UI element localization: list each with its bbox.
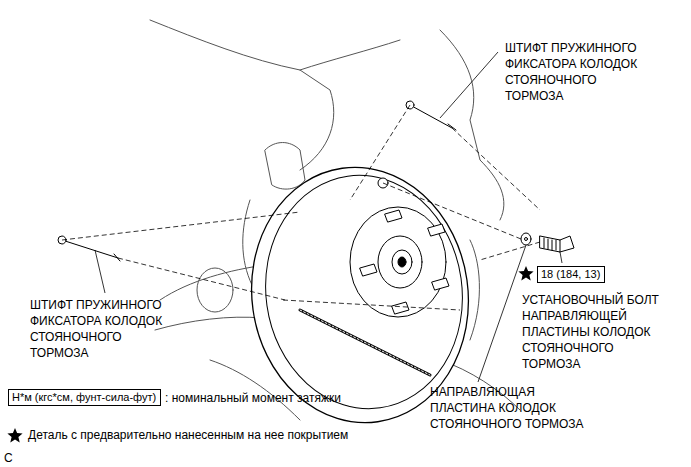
part-label: УСТАНОВОЧНЫЙ БОЛТ НАПРАВЛЯЮЩЕЙ ПЛАСТИНЫ …	[522, 292, 670, 372]
part-label: ШТИФТ ПРУЖИННОГО ФИКСАТОРА КОЛОДОК СТОЯН…	[505, 40, 650, 104]
box-text: 18 (184, 13)	[541, 268, 601, 281]
legend-note: Деталь с предварительно нанесенным на не…	[28, 427, 348, 443]
star-symbol	[518, 266, 533, 280]
legend-unit-box: Н*м (кгс*см, фунт-сила-фут)	[8, 389, 161, 406]
part-label: ШТИФТ ПРУЖИННОГО ФИКСАТОРА КОЛОДОК СТОЯН…	[30, 297, 175, 361]
legend-note: : номинальный момент затяжки	[165, 390, 341, 406]
figure-code: C	[4, 450, 13, 466]
star-symbol	[7, 428, 22, 442]
part-label: НАПРАВЛЯЮЩАЯ ПЛАСТИНА КОЛОДОК СТОЯНОЧНОГ…	[430, 384, 600, 432]
torque-box: 18 (184, 13)	[537, 266, 605, 283]
box-text: Н*м (кгс*см, фунт-сила-фут)	[12, 391, 157, 404]
